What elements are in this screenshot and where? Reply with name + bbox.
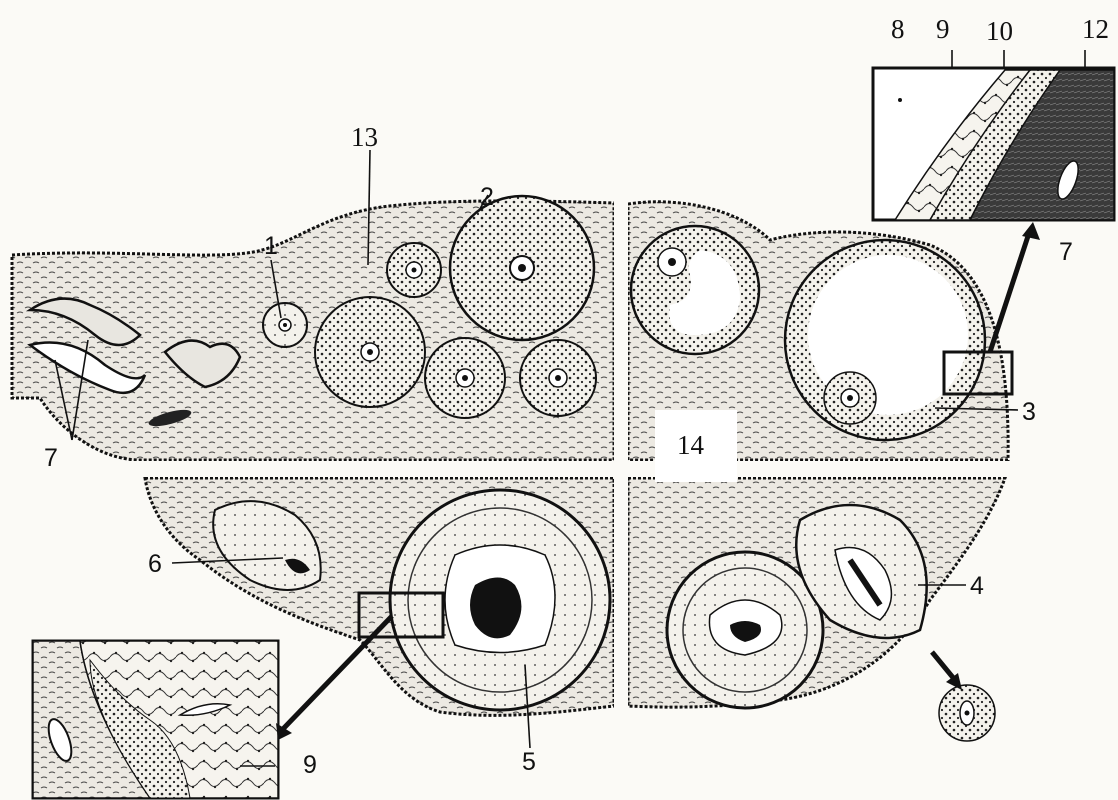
label-7-left: 7	[44, 446, 58, 471]
label-4: 4	[970, 574, 984, 599]
label-8: 8	[891, 16, 905, 43]
label-2: 2	[480, 185, 494, 210]
label-9-top: 9	[936, 16, 950, 43]
mature-follicle	[785, 240, 985, 440]
vertical-divider	[614, 180, 628, 740]
released-oocyte	[939, 685, 995, 741]
arrow-to-released-oocyte	[932, 652, 955, 680]
arrow-to-lower-inset	[282, 616, 392, 730]
label-7-inset: 7	[1059, 240, 1073, 265]
label-13: 13	[351, 124, 378, 151]
label-14: 14	[677, 432, 704, 459]
regressing-corpus-luteum	[667, 552, 823, 708]
antral-follicle	[631, 226, 759, 354]
label-5: 5	[522, 750, 536, 775]
label-6: 6	[148, 552, 162, 577]
corpus-luteum	[390, 490, 610, 710]
label-3: 3	[1022, 400, 1036, 425]
lower-inset-magnification	[33, 641, 278, 798]
label-1: 1	[264, 234, 278, 259]
upper-inset-magnification	[873, 68, 1114, 220]
arrow-to-upper-inset	[990, 230, 1030, 352]
label-12: 12	[1082, 16, 1109, 43]
label-9-bottom: 9	[303, 753, 317, 778]
label-14-box: 14	[655, 410, 737, 482]
horizontal-divider	[0, 461, 1118, 477]
label-10: 10	[986, 18, 1013, 45]
